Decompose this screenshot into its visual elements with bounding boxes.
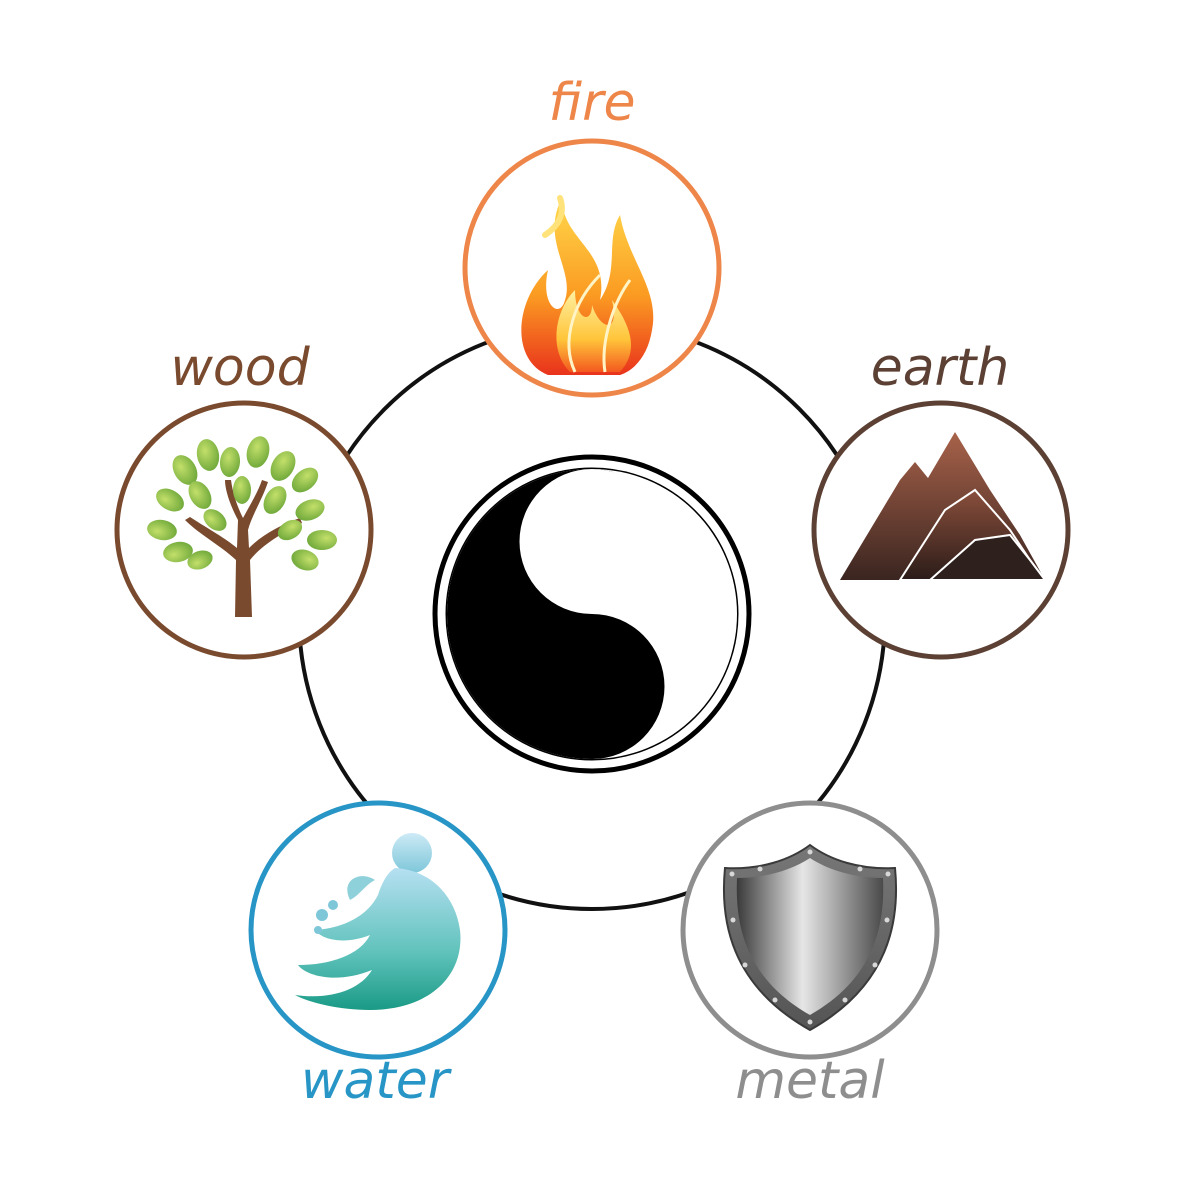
wood-label: wood bbox=[170, 338, 310, 398]
mountain-icon bbox=[840, 432, 1047, 581]
fire-element: fire bbox=[462, 73, 722, 398]
wood-element: wood bbox=[114, 338, 374, 660]
shield-icon bbox=[722, 843, 898, 1032]
water-label: water bbox=[301, 1051, 453, 1111]
metal-element: metal bbox=[680, 800, 940, 1111]
tree-icon bbox=[147, 436, 337, 617]
water-element: water bbox=[248, 800, 508, 1111]
earth-element: earth bbox=[811, 338, 1071, 660]
yin-yang-icon bbox=[432, 454, 752, 774]
earth-label: earth bbox=[871, 338, 1010, 398]
metal-label: metal bbox=[735, 1051, 885, 1111]
flame-icon bbox=[521, 195, 654, 375]
wave-icon bbox=[295, 833, 461, 1010]
fire-label: fire bbox=[549, 73, 636, 133]
